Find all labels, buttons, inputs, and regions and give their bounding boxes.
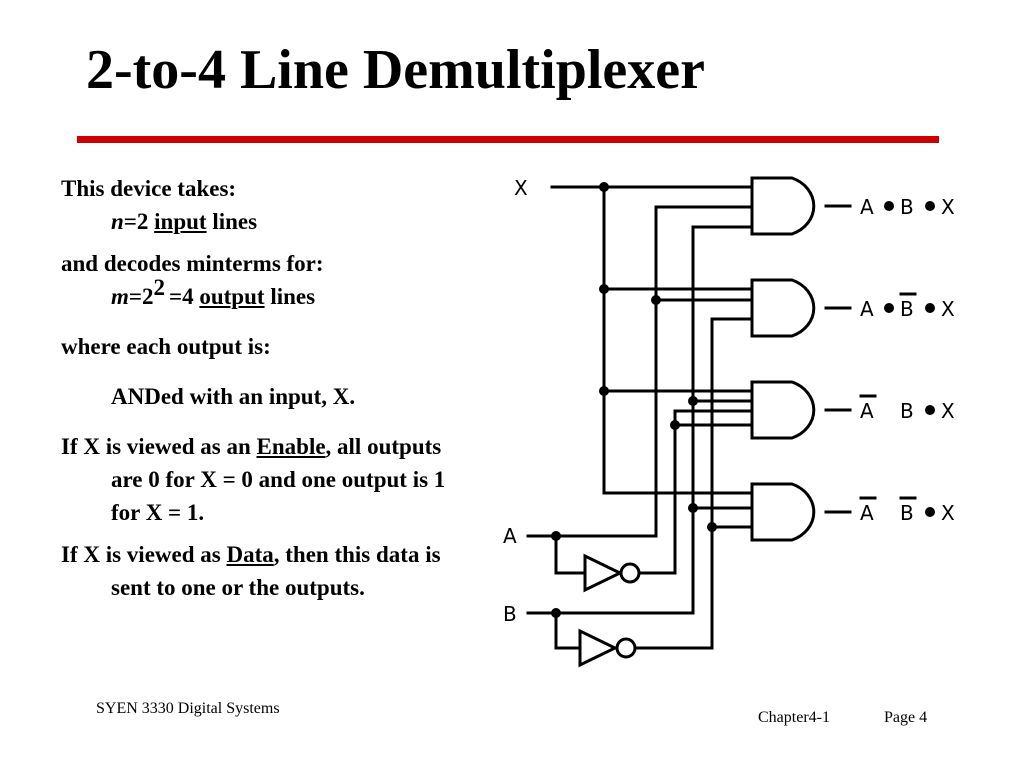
m-equation-result: =4 <box>169 284 200 309</box>
junction-dots <box>551 182 717 618</box>
m-exponent: 2 <box>153 275 166 300</box>
slide-title: 2-to-4 Line Demultiplexer <box>86 39 705 101</box>
m-variable: m <box>111 284 129 309</box>
output-3-b: B <box>900 399 914 423</box>
output-1-a: A <box>860 195 874 219</box>
footer-page-number: Page 4 <box>884 709 928 726</box>
input-term: input <box>154 209 207 234</box>
data-term: Data <box>226 542 274 567</box>
footer-chapter: Chapter4-1 <box>758 709 830 726</box>
enable-post: , all outputs are 0 for X = 0 and one ou… <box>111 434 446 525</box>
a-wires <box>526 205 754 575</box>
output-term: output <box>199 284 265 309</box>
and-gate-1 <box>750 176 816 236</box>
inverter-b <box>578 628 637 668</box>
output-1-x: X <box>941 195 955 219</box>
output-lines-text: lines <box>264 284 316 309</box>
n-variable: n <box>111 209 124 234</box>
output-label-3: A B X <box>859 394 955 423</box>
enable-term: Enable <box>256 434 326 459</box>
anded-line: ANDed with an input, X. <box>111 384 356 409</box>
and-gate-4 <box>750 482 816 542</box>
demux-circuit-diagram: X A B <box>503 176 955 668</box>
n-equation: =2 <box>123 209 155 234</box>
decode-line: and decodes minterms for: <box>61 251 324 276</box>
input-count-line: n=2 input lines <box>61 205 461 238</box>
enable-paragraph: If X is viewed as an Enable, all outputs… <box>61 430 461 529</box>
body-text: This device takes: n=2 input lines and d… <box>61 172 461 604</box>
output-2-a: A <box>860 297 874 321</box>
m-equation: =2 <box>128 284 154 309</box>
b-wires <box>526 225 754 650</box>
output-count-line: m=22=4 output lines <box>61 275 461 313</box>
data-paragraph: If X is viewed as Data, then this data i… <box>61 538 461 604</box>
output-2-b: B <box>900 297 914 321</box>
enable-pre: If X is viewed as an <box>61 434 257 459</box>
a-bar-wires <box>673 423 754 510</box>
output-wires <box>824 204 852 514</box>
footer-course: SYEN 3330 Digital Systems <box>96 700 280 717</box>
data-post: , then this data is sent to one or the o… <box>111 542 441 600</box>
output-3-x: X <box>941 399 955 423</box>
output-label-4: A B X <box>859 496 955 525</box>
output-2-x: X <box>941 297 955 321</box>
output-label-2: A B X <box>860 292 955 321</box>
output-4-a: A <box>860 501 874 525</box>
and-gate-2 <box>750 278 816 338</box>
input-label-x: X <box>514 176 528 200</box>
output-4-b: B <box>900 501 914 525</box>
intro-line: This device takes: <box>61 176 237 201</box>
title-rule <box>77 136 939 143</box>
output-label-1: A B X <box>860 195 955 219</box>
output-1-b: B <box>900 195 914 219</box>
input-label-b: B <box>503 602 517 626</box>
output-4-x: X <box>941 501 955 525</box>
and-gate-3 <box>750 380 816 440</box>
each-output-line: where each output is: <box>61 334 271 359</box>
input-label-a: A <box>503 524 517 548</box>
data-pre: If X is viewed as <box>61 542 227 567</box>
output-3-a: A <box>860 399 874 423</box>
inverter-a <box>583 553 641 593</box>
x-wires <box>550 185 754 495</box>
input-lines-text: lines <box>206 209 258 234</box>
